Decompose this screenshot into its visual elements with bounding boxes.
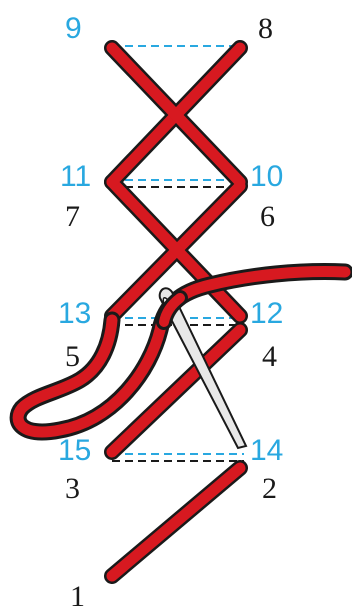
label-11: 11 (60, 160, 91, 193)
label-9: 9 (65, 12, 82, 45)
label-3: 3 (65, 472, 80, 505)
label-2: 2 (262, 472, 277, 505)
label-5: 5 (65, 340, 80, 373)
label-15: 15 (58, 434, 91, 467)
label-7: 7 (65, 200, 80, 233)
label-13: 13 (58, 297, 91, 330)
label-14: 14 (250, 434, 283, 467)
label-1: 1 (70, 580, 85, 612)
label-10: 10 (250, 160, 283, 193)
label-12: 12 (250, 297, 283, 330)
stitch-1-2 (112, 468, 240, 576)
label-4: 4 (262, 340, 277, 373)
label-8: 8 (258, 12, 273, 45)
label-6: 6 (260, 200, 275, 233)
